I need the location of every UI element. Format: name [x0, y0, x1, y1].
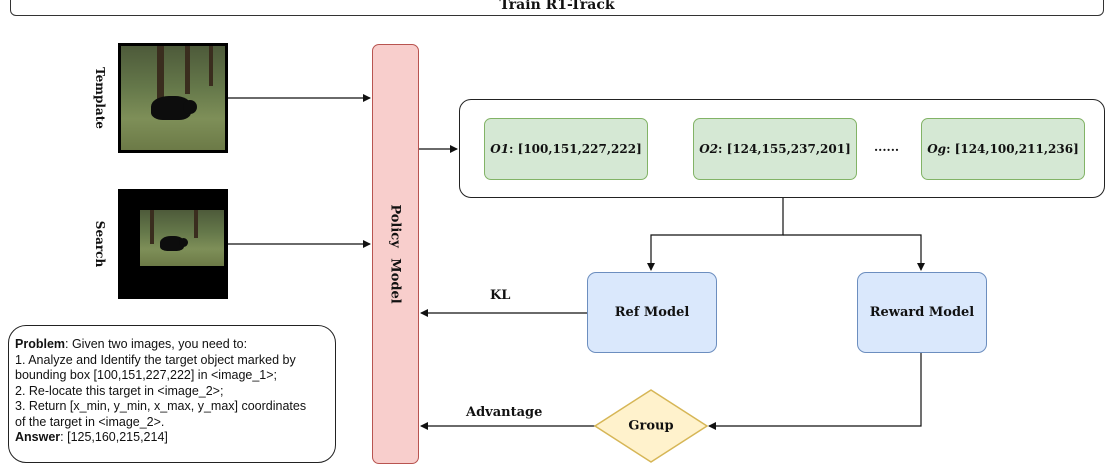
arrow-outputs-to-ref-model: [647, 198, 784, 271]
reward-model-box: Reward Model: [857, 272, 987, 353]
arrow-outputs-to-reward-model: [783, 234, 925, 271]
output-o1-separator: :: [509, 142, 518, 156]
output-o2-separator: :: [718, 142, 727, 156]
output-o2-box: O2: [124,155,237,201]: [693, 118, 857, 180]
output-og-name: Og: [927, 142, 947, 156]
output-o1-name: O1: [490, 142, 510, 156]
ref-model-label: Ref Model: [614, 305, 690, 320]
outputs-ellipsis: ......: [874, 140, 900, 154]
problem-line-6: of the target in <image_2>.: [15, 414, 165, 429]
advantage-label: Advantage: [466, 405, 543, 420]
arrow-reward-to-group: [708, 353, 922, 430]
problem-heading: Problem: [15, 337, 66, 351]
output-o2-value: [124,155,237,201]: [726, 142, 851, 156]
policy-model-box: [372, 44, 419, 464]
answer-value: : [125,160,215,214]: [60, 430, 168, 444]
group-label: Group: [628, 418, 674, 434]
output-og-separator: :: [946, 142, 955, 156]
output-o2-name: O2: [699, 142, 719, 156]
problem-line-5: 3. Return [x_min, y_min, x_max, y_max] c…: [15, 399, 307, 413]
policy-model-label: Policy Model: [387, 204, 403, 304]
problem-line-2: 1. Analyze and Identify the target objec…: [15, 352, 296, 367]
search-image: [118, 189, 228, 299]
output-o1-box: O1: [100,151,227,222]: [484, 118, 648, 180]
template-label: Template: [93, 67, 107, 129]
output-og-box: Og: [124,100,211,236]: [921, 118, 1085, 180]
ref-model-box: Ref Model: [587, 272, 717, 353]
problem-line-1: Problem: Given two images, you need to:: [15, 337, 329, 353]
reward-model-label: Reward Model: [869, 305, 975, 320]
problem-line-1-text: : Given two images, you need to:: [65, 337, 248, 351]
problem-textbox: Problem: Given two images, you need to: …: [8, 325, 336, 463]
problem-line-3: bounding box [100,151,227,222] in <image…: [15, 368, 278, 382]
output-o1-value: [100,151,227,222]: [517, 142, 642, 156]
group-diamond: [593, 389, 709, 463]
output-og-value: [124,100,211,236]: [954, 142, 1079, 156]
answer-line: Answer: [125,160,215,214]: [15, 430, 329, 446]
problem-line-4: 2. Re-locate this target in <image_2>;: [15, 383, 224, 398]
search-label: Search: [93, 220, 107, 268]
banner-title: Train R1-Track: [10, 0, 1104, 16]
template-image: [118, 43, 228, 153]
answer-heading: Answer: [15, 430, 61, 444]
kl-label: KL: [490, 288, 511, 303]
